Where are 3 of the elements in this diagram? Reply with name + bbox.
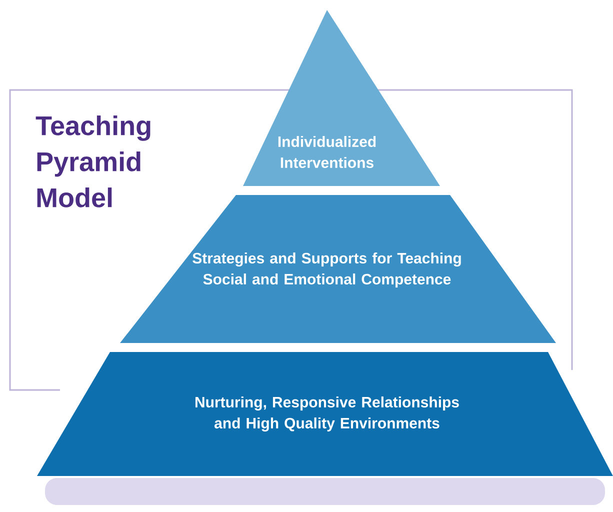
pyramid-tier: Individualized Interventions [243, 10, 440, 186]
pyramid-tier: Nurturing, Responsive Relationships and High Quality Environments [37, 352, 613, 476]
pyramid-tier: Strategies and Supports for Teaching Social and Emotional Competence [120, 195, 556, 343]
